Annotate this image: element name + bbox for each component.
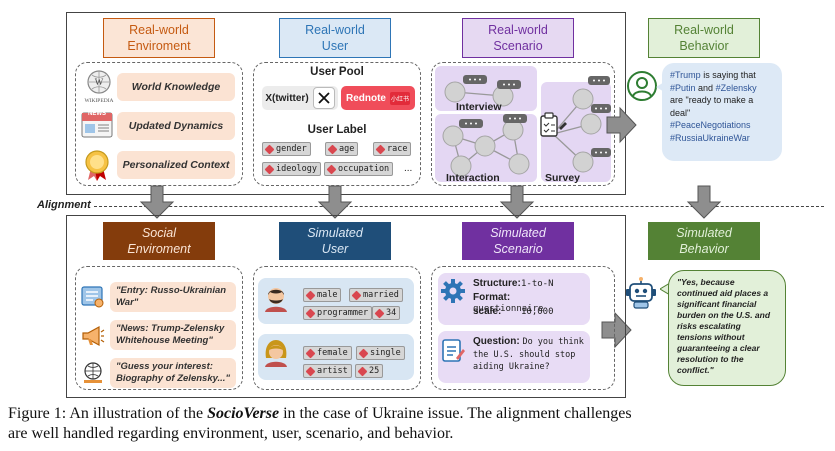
post-line-3: are "ready to make a [670, 95, 754, 105]
male-tag-age: 34 [372, 306, 401, 320]
user-tag-occupation: occupation [324, 162, 394, 176]
user-tag-ideology: ideology [262, 162, 321, 176]
env-quote-news: "News: Trump-Zelensky Whitehouse Meeting… [110, 320, 236, 350]
rednote-logo-icon: 小红书 [389, 91, 410, 105]
scenario-illustration [433, 64, 613, 184]
news-icon [80, 111, 114, 139]
post-bubble-tail [656, 80, 666, 98]
gear-icon [440, 278, 466, 304]
male-avatar-icon [262, 283, 290, 313]
wikipedia-icon: W [82, 68, 116, 102]
question-clipboard-icon [440, 336, 466, 364]
user-tag-race: race [373, 142, 412, 156]
rednote-source: Rednote 小红书 [341, 86, 415, 110]
female-tag-occupation: artist [303, 364, 352, 378]
encyclopedia-entry-icon [80, 284, 106, 310]
question-label: Question: [473, 336, 520, 347]
wikipedia-wordmark: WIKIPEDIA [84, 98, 114, 104]
male-tag-gender: male [303, 288, 342, 302]
scenario-config-card [438, 273, 590, 325]
structure-label: Structure: [473, 278, 521, 289]
env-item-personalized-context: Personalized Context [117, 151, 235, 179]
female-tag-age: 25 [355, 364, 384, 378]
rednote-label: Rednote [345, 92, 386, 104]
alignment-label: Alignment [34, 199, 94, 211]
caption-line-1: Figure 1: An illustration of the SocioVe… [8, 405, 632, 422]
user-tag-gender: gender [262, 142, 311, 156]
format-label: Format: [473, 292, 511, 303]
twitter-label: X(twitter) [265, 92, 309, 104]
user-tags-ellipsis: ... [404, 163, 413, 174]
question-text: Do you think the U.S. should stop aiding… [473, 337, 584, 372]
social-environment-panel [75, 266, 243, 390]
real-world-post: #Trump is saying that #Putin and #Zelens… [662, 63, 782, 161]
female-tag-marital: single [356, 346, 405, 360]
scenario-question: Question: Do you think the U.S. should s… [473, 336, 589, 374]
scenario-question-card [438, 331, 590, 383]
twitter-source: X(twitter) [262, 86, 338, 110]
female-avatar-icon [262, 338, 290, 368]
real-world-frame [66, 12, 626, 195]
structure-value: 1-to-N [521, 279, 554, 289]
svg-text:W: W [95, 77, 104, 87]
scale-label: scale: [473, 306, 502, 317]
alignment-divider [94, 206, 824, 207]
megaphone-icon [80, 323, 106, 349]
scenario-label-interview: Interview [456, 101, 502, 113]
user-label-title: User Label [307, 124, 367, 136]
scenario-label-survey: Survey [545, 172, 581, 184]
post-line-2: #Putin and #Zelensky [670, 82, 757, 93]
male-tag-marital: married [349, 288, 403, 302]
post-line-5: #PeaceNegotiations [670, 120, 751, 130]
x-logo-icon [312, 87, 335, 109]
scenario-scale-row: scale: 10,000 [473, 306, 589, 317]
env-item-updated-dynamics: Updated Dynamics [117, 112, 235, 140]
caption-framework-name: SocioVerse [207, 405, 280, 422]
simulated-scenario-panel [431, 266, 615, 390]
format-value: questionnaire [473, 304, 544, 314]
user-pool-title: User Pool [310, 66, 364, 78]
post-line-4: deal" [670, 107, 691, 118]
female-tag-gender: female [303, 346, 352, 360]
post-line-1: #Trump is saying that [670, 70, 756, 80]
figure-caption: Figure 1: An illustration of the SocioVe… [8, 404, 830, 444]
simulated-user-panel [253, 266, 421, 390]
news-icon-label: NEWS [88, 111, 106, 117]
globe-laptop-icon [80, 360, 106, 386]
scenario-format-row: Format:questionnaire [473, 292, 591, 314]
env-item-world-knowledge: World Knowledge [117, 73, 235, 101]
user-tag-age: age [325, 142, 359, 156]
male-tag-occupation: programmer [303, 306, 373, 320]
simulated-response: "Yes, because continued aid places a sig… [668, 270, 786, 386]
personalized-badge-icon [81, 148, 113, 182]
scenario-structure-row: Structure:1-to-N [473, 278, 589, 289]
scale-value: 10,000 [521, 307, 554, 317]
scenario-label-interaction: Interaction [446, 172, 500, 184]
env-quote-entry: "Entry: Russo-Ukrainian War" [110, 282, 236, 312]
caption-line-2: are well handled regarding environment, … [8, 425, 454, 442]
robot-agent-icon [624, 276, 658, 310]
post-line-6: #RussiaUkraineWar [670, 132, 750, 143]
env-quote-interest: "Guess your interest: Biography of Zelen… [110, 358, 236, 388]
simulated-frame [66, 215, 626, 398]
real-user-avatar-icon [626, 70, 658, 102]
